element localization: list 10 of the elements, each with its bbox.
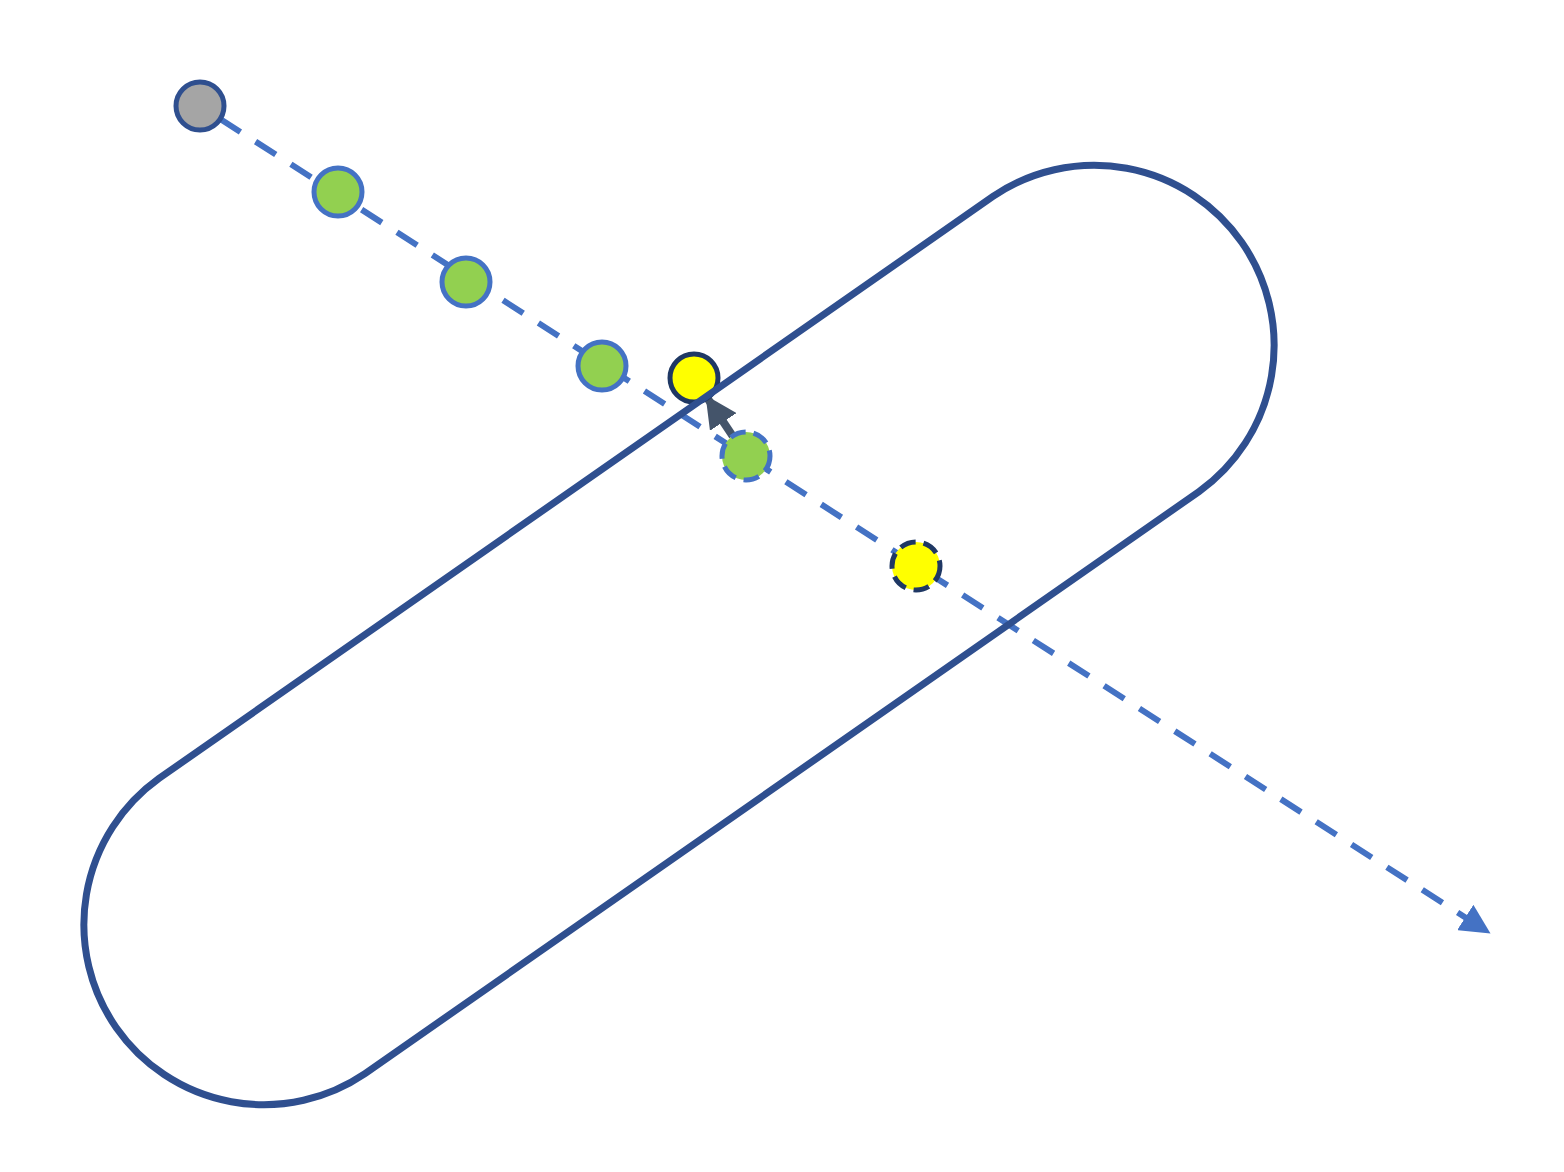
arrow bbox=[704, 395, 737, 439]
capsule-outline bbox=[80, 162, 1278, 1108]
point-circle bbox=[575, 339, 629, 393]
point-circle bbox=[311, 165, 365, 219]
hit-point-circle bbox=[667, 351, 721, 405]
hit-point-circle bbox=[889, 539, 943, 593]
origin-circle bbox=[173, 79, 227, 133]
point-circle bbox=[439, 255, 493, 309]
point-circle bbox=[719, 429, 773, 483]
arrow bbox=[218, 116, 1491, 935]
